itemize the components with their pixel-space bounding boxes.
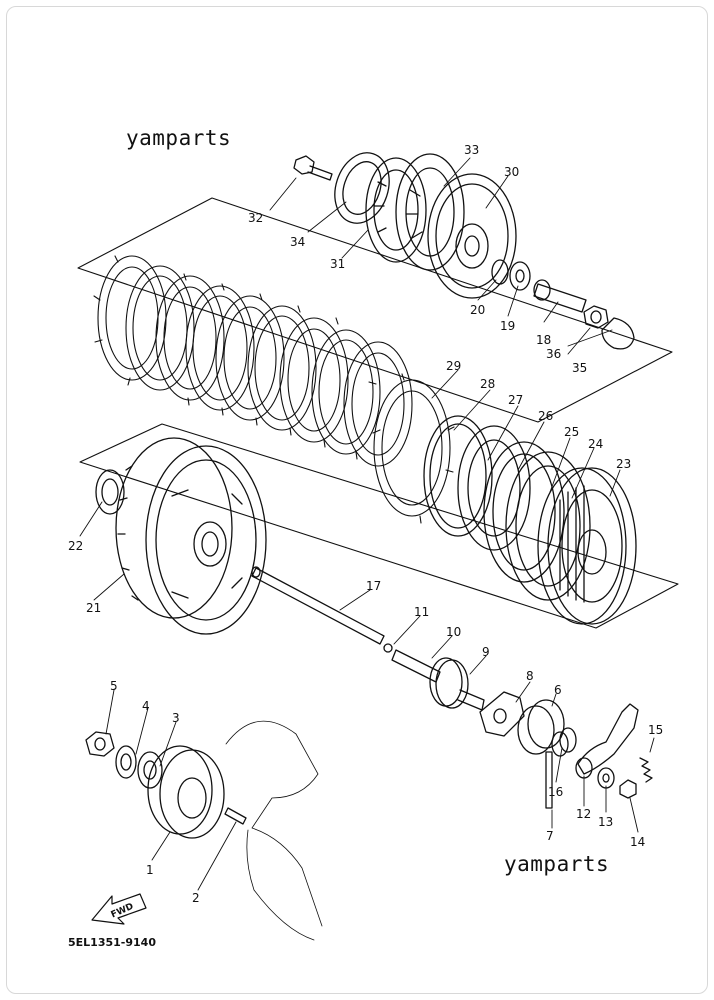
callout-23: 23 — [616, 457, 631, 471]
callout-34: 34 — [290, 235, 305, 249]
callout-18: 18 — [536, 333, 551, 347]
callout-16: 16 — [548, 785, 563, 799]
callout-21: 21 — [86, 601, 101, 615]
watermark-top: yamparts — [126, 126, 232, 150]
callout-7: 7 — [546, 829, 554, 843]
callout-3: 3 — [172, 711, 180, 725]
clutch-assembly-outline — [79, 423, 679, 629]
callout-31: 31 — [330, 257, 345, 271]
callout-28: 28 — [480, 377, 495, 391]
plate-31 — [365, 157, 427, 263]
callout-29: 29 — [446, 359, 461, 373]
callout-11: 11 — [414, 605, 429, 619]
plate-seat-26 — [457, 425, 531, 551]
callout-14: 14 — [630, 835, 645, 849]
callout-12: 12 — [576, 807, 591, 821]
callout-5: 5 — [110, 679, 118, 693]
nut-14 — [619, 779, 637, 799]
washer-13 — [597, 767, 615, 789]
drive-gear-1 — [147, 745, 225, 839]
pin-7 — [545, 751, 553, 809]
bearing-20 — [491, 259, 509, 285]
pressure-plate-30 — [427, 173, 517, 299]
callout-24: 24 — [588, 437, 603, 451]
callout-27: 27 — [508, 393, 523, 407]
leader-lines — [79, 157, 655, 891]
callout-8: 8 — [526, 669, 534, 683]
nut-36 — [583, 305, 609, 329]
callout-35: 35 — [572, 361, 587, 375]
callout-15: 15 — [648, 723, 663, 737]
callout-25: 25 — [564, 425, 579, 439]
diagram-code: 5EL1351-9140 — [68, 936, 156, 949]
callout-13: 13 — [598, 815, 613, 829]
callout-4: 4 — [142, 699, 150, 713]
friction-plates — [93, 255, 455, 524]
callout-30: 30 — [504, 165, 519, 179]
engine-outline — [225, 720, 323, 941]
callout-33: 33 — [464, 143, 479, 157]
callout-22: 22 — [68, 539, 83, 553]
callout-36: 36 — [546, 347, 561, 361]
collar-6 — [517, 699, 565, 755]
bolt-32 — [293, 155, 333, 181]
lever-boss-9 — [429, 657, 485, 711]
washer-4 — [115, 745, 137, 779]
watermark-bottom: yamparts — [504, 852, 610, 876]
shaft-17 — [251, 567, 385, 645]
callout-6: 6 — [554, 683, 562, 697]
spring-plate-33 — [395, 153, 465, 271]
bearing-16 — [551, 727, 577, 757]
washer-19 — [509, 261, 531, 291]
callout-17: 17 — [366, 579, 381, 593]
plate-25 — [483, 441, 565, 583]
fwd-arrow-icon — [91, 893, 147, 925]
lever-arm-12 — [577, 703, 639, 775]
key-2 — [224, 807, 247, 825]
washer-22 — [95, 469, 125, 515]
callout-32: 32 — [248, 211, 263, 225]
clutch-basket-21 — [115, 437, 267, 635]
plate-24 — [505, 451, 591, 601]
callout-20: 20 — [470, 303, 485, 317]
fwd-label: FWD — [110, 902, 136, 921]
callout-1: 1 — [146, 863, 154, 877]
push-rod-18 — [533, 283, 587, 313]
plate-8 — [479, 691, 525, 737]
callout-19: 19 — [500, 319, 515, 333]
pushrod-10 — [391, 649, 441, 683]
callout-10: 10 — [446, 625, 461, 639]
nut-5 — [85, 731, 115, 757]
callout-2: 2 — [192, 891, 200, 905]
spring-15 — [639, 757, 653, 783]
lock-washer-35 — [601, 317, 635, 350]
washer-3 — [137, 751, 163, 789]
ball-11 — [383, 643, 393, 653]
callout-26: 26 — [538, 409, 553, 423]
clutch-boss-23 — [537, 467, 637, 625]
callout-9: 9 — [482, 645, 490, 659]
plate-washer-27 — [423, 415, 493, 537]
plate-stack-outline — [77, 197, 673, 423]
gasket-34 — [334, 152, 390, 224]
